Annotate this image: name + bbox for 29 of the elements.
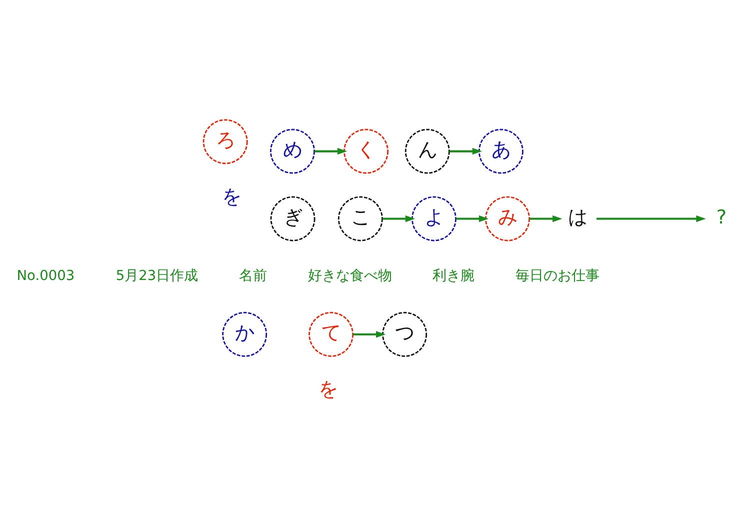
node-circle: か: [222, 311, 268, 356]
arrow: [530, 214, 562, 222]
label: 名前: [239, 268, 268, 284]
arrow: [314, 147, 348, 154]
arrow: [596, 214, 706, 222]
node-circle: ぎ: [270, 196, 316, 241]
node-circle: よ: [412, 196, 456, 241]
label: 毎日のお仕事: [515, 268, 600, 284]
node-circle: み: [485, 196, 530, 241]
node-circle: ろ: [202, 118, 248, 164]
node-circle: つ: [382, 311, 428, 356]
node-circle: め: [270, 128, 315, 174]
arrow: [449, 147, 482, 154]
node-circle: こ: [338, 196, 383, 241]
arrow: [382, 214, 416, 222]
node-circle: て: [308, 311, 354, 356]
node-text: を: [222, 184, 242, 208]
node-text: を: [318, 377, 338, 400]
node-text: ?: [716, 204, 727, 228]
node-circle: ん: [404, 128, 450, 174]
arrow: [353, 330, 386, 338]
node-circle: あ: [478, 128, 524, 174]
label: 利き腕: [432, 268, 475, 284]
arrow: [456, 214, 489, 222]
label: 5月23日作成: [116, 268, 198, 284]
node-circle: く: [344, 128, 388, 174]
label: 好きな食べ物: [308, 268, 392, 284]
node-text: は: [568, 204, 588, 228]
label: No.0003: [16, 268, 75, 284]
